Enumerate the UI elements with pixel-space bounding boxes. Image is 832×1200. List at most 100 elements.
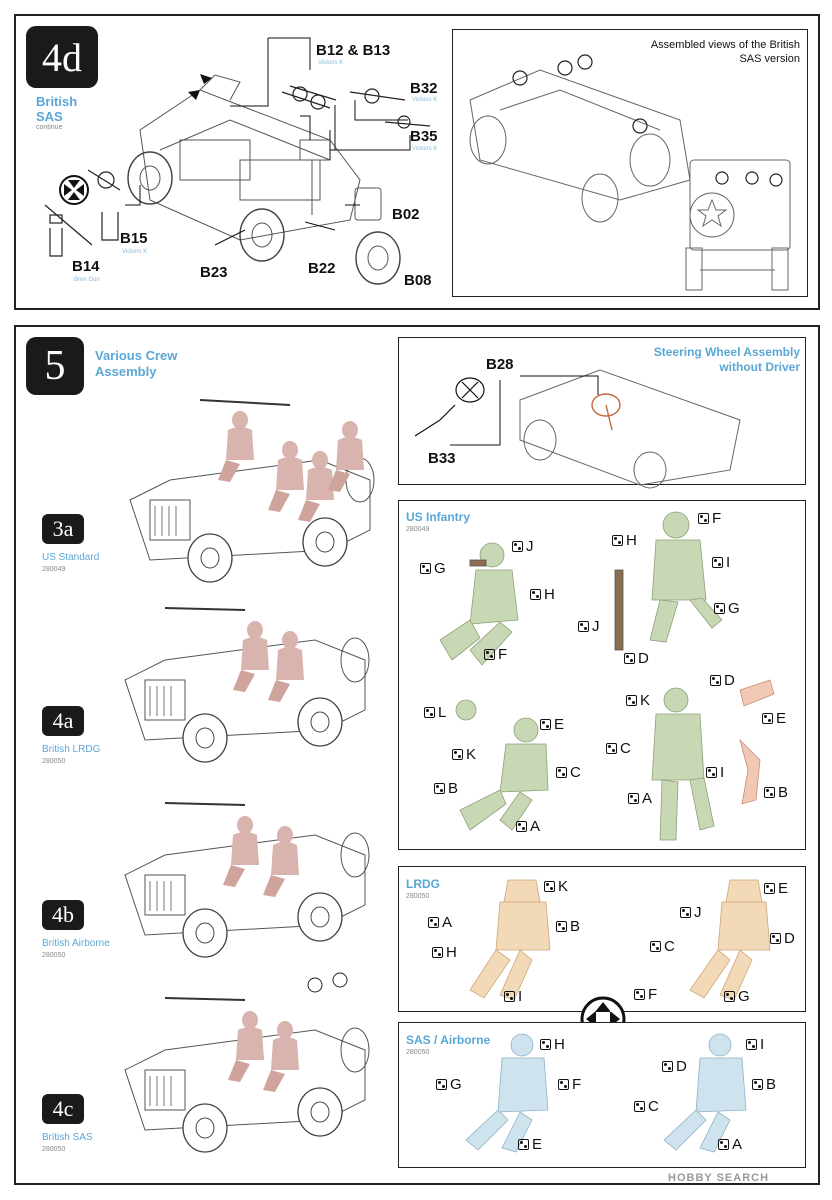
part-letter-marker: F <box>484 646 507 663</box>
part-sprue-icon <box>578 621 589 632</box>
step-5-panel <box>14 325 820 1185</box>
us-infantry-code: 280049 <box>406 526 430 533</box>
part-letter-marker: A <box>718 1136 742 1153</box>
part-letter-marker: E <box>764 880 788 897</box>
title-line: Steering Wheel Assembly <box>653 345 800 359</box>
part-letter: D <box>676 1058 687 1075</box>
step-4d-title: British SAS <box>36 94 77 124</box>
part-letter-marker: E <box>518 1136 542 1153</box>
part-letter-marker: L <box>424 704 446 721</box>
version-badge-3a: 3a <box>42 514 84 544</box>
part-letter-marker: F <box>558 1076 581 1093</box>
part-sprue-icon <box>530 589 541 600</box>
part-letter: H <box>446 944 457 961</box>
assembled-views-caption: Assembled views of the British SAS versi… <box>650 39 800 65</box>
part-letter-marker: G <box>724 988 750 1005</box>
part-letter-marker: J <box>512 538 534 555</box>
part-sprue-icon <box>518 1139 529 1150</box>
part-sprue-icon <box>558 1079 569 1090</box>
part-letter-marker: I <box>706 764 724 781</box>
lrdg-title: LRDG <box>406 877 440 891</box>
part-label-b14: B14 <box>72 258 100 275</box>
part-sprue-icon <box>428 917 439 928</box>
version-code-3a: 280049 <box>42 566 66 573</box>
part-letter: I <box>726 554 731 571</box>
step-number: 4d <box>42 34 82 80</box>
part-letter-marker: J <box>680 904 702 921</box>
part-label-b35: B35 <box>410 128 438 145</box>
part-letter-marker: F <box>698 510 721 527</box>
assembled-views-box <box>452 29 808 297</box>
part-letter: K <box>558 878 569 895</box>
part-label-b08: B08 <box>404 272 432 289</box>
part-letter: I <box>518 988 523 1005</box>
part-letter-marker: C <box>606 740 631 757</box>
part-letter: L <box>438 704 447 721</box>
title-line: without Driver <box>719 360 800 374</box>
part-sprue-icon <box>424 707 435 718</box>
part-letter-marker: G <box>420 560 446 577</box>
part-sprue-icon <box>540 719 551 730</box>
title-line: Various Crew <box>95 348 178 363</box>
title-line: SAS <box>36 109 63 124</box>
part-letter: J <box>694 904 702 921</box>
part-sprue-icon <box>556 921 567 932</box>
part-letter: C <box>648 1098 659 1115</box>
part-letter-marker: H <box>540 1036 565 1053</box>
part-letter-marker: K <box>626 692 650 709</box>
step-4d-panel <box>14 14 820 310</box>
part-letter: E <box>554 716 565 733</box>
steering-wheel-title: Steering Wheel Assembly without Driver <box>560 345 800 375</box>
part-letter: E <box>532 1136 543 1153</box>
version-code-4b: 280050 <box>42 952 66 959</box>
part-letter: A <box>732 1136 743 1153</box>
part-letter: G <box>738 988 750 1005</box>
part-letter: H <box>626 532 637 549</box>
version-name-3a: US Standard <box>42 552 100 563</box>
part-letter-marker: C <box>556 764 581 781</box>
part-sub-b32: Vickers K <box>412 97 438 103</box>
part-letter-marker: F <box>634 986 657 1003</box>
part-label-b32: B32 <box>410 80 438 97</box>
part-letter-marker: D <box>624 650 649 667</box>
version-name-4c: British SAS <box>42 1132 93 1143</box>
part-letter-marker: E <box>762 710 786 727</box>
part-letter-marker: I <box>712 554 730 571</box>
part-sprue-icon <box>650 941 661 952</box>
part-label-b33: B33 <box>428 450 456 467</box>
part-letter-marker: C <box>650 938 675 955</box>
part-letter: D <box>784 930 795 947</box>
part-sprue-icon <box>484 649 495 660</box>
part-letter: D <box>724 672 735 689</box>
part-letter: I <box>720 764 725 781</box>
part-letter-marker: B <box>764 784 788 801</box>
part-letter-marker: B <box>556 918 580 935</box>
part-label-b15: B15 <box>120 230 148 247</box>
part-letter-marker: H <box>612 532 637 549</box>
part-letter-marker: I <box>746 1036 764 1053</box>
sas-airborne-title: SAS / Airborne <box>406 1033 491 1047</box>
part-sprue-icon <box>512 541 523 552</box>
version-code-4a: 280050 <box>42 758 66 765</box>
part-sprue-icon <box>624 653 635 664</box>
part-letter: K <box>466 746 477 763</box>
part-letter-marker: H <box>530 586 555 603</box>
part-letter: J <box>592 618 600 635</box>
part-letter: F <box>498 646 508 663</box>
part-sprue-icon <box>746 1039 757 1050</box>
part-sprue-icon <box>606 743 617 754</box>
version-badge-4c: 4c <box>42 1094 84 1124</box>
part-sprue-icon <box>634 989 645 1000</box>
part-letter-marker: G <box>714 600 740 617</box>
part-sprue-icon <box>764 883 775 894</box>
part-label-b12-b13: B12 & B13 <box>316 42 391 59</box>
part-letter-marker: A <box>628 790 652 807</box>
part-sprue-icon <box>662 1061 673 1072</box>
version-name-4b: British Airborne <box>42 938 110 949</box>
us-infantry-box <box>398 500 806 850</box>
part-sprue-icon <box>710 675 721 686</box>
part-letter-marker: D <box>710 672 735 689</box>
part-letter: H <box>544 586 555 603</box>
part-sprue-icon <box>420 563 431 574</box>
part-sprue-icon <box>516 821 527 832</box>
